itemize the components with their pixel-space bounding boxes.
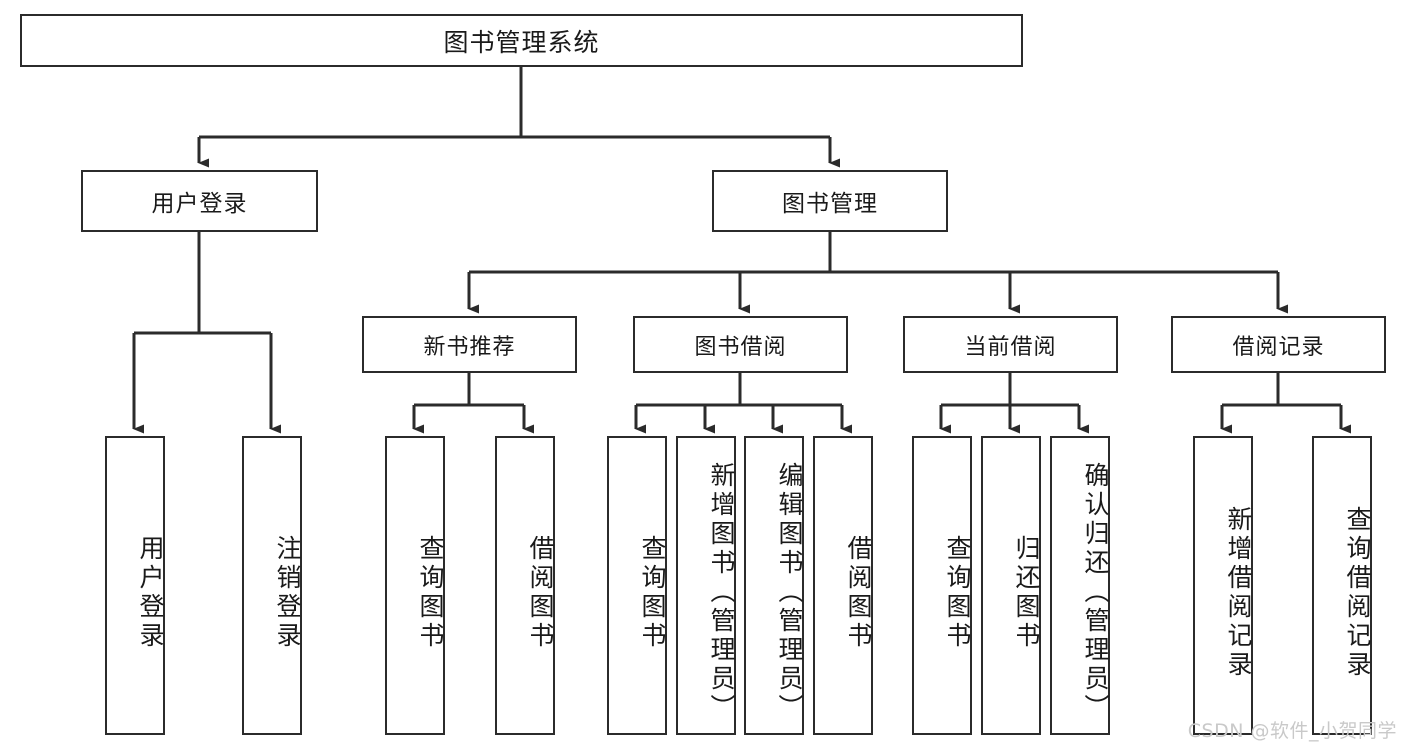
node-label: 新增借阅记录 <box>1224 505 1253 680</box>
node-label: 查询借阅记录 <box>1343 505 1372 680</box>
node-label: 查询图书 <box>416 534 445 651</box>
node-leaf-return-book[interactable]: 归还图书 <box>981 436 1041 735</box>
node-book-management[interactable]: 图书管理 <box>712 170 948 232</box>
node-label: 确认归还（管理员） <box>1081 462 1110 723</box>
node-leaf-query-book-recommend[interactable]: 查询图书 <box>385 436 445 735</box>
node-new-book-recommend[interactable]: 新书推荐 <box>362 316 577 373</box>
csdn-watermark: CSDN @软件_小贺同学 <box>1187 720 1397 742</box>
node-current-borrow[interactable]: 当前借阅 <box>903 316 1118 373</box>
node-book-borrow[interactable]: 图书借阅 <box>633 316 848 373</box>
node-label: 新书推荐 <box>423 334 516 360</box>
node-leaf-add-borrow-record[interactable]: 新增借阅记录 <box>1193 436 1253 735</box>
node-leaf-query-borrow-record[interactable]: 查询借阅记录 <box>1312 436 1372 735</box>
node-label: 新增图书（管理员） <box>707 462 736 723</box>
node-leaf-edit-book-admin[interactable]: 编辑图书（管理员） <box>744 436 804 735</box>
node-label: 图书管理系统 <box>443 27 600 57</box>
node-label: 查询图书 <box>638 534 667 651</box>
node-label: 借阅图书 <box>844 534 873 651</box>
node-label: 借阅图书 <box>526 534 555 651</box>
node-label: 图书管理 <box>782 191 878 217</box>
node-leaf-logout-login[interactable]: 注销登录 <box>242 436 302 735</box>
node-label: 编辑图书（管理员） <box>775 462 804 723</box>
node-label: 归还图书 <box>1012 534 1041 651</box>
node-leaf-borrow-book-borrow[interactable]: 借阅图书 <box>813 436 873 735</box>
node-label: 用户登录 <box>136 534 165 651</box>
node-user-login[interactable]: 用户登录 <box>81 170 318 232</box>
node-leaf-add-book-admin[interactable]: 新增图书（管理员） <box>676 436 736 735</box>
node-label: 注销登录 <box>273 534 302 651</box>
node-leaf-query-book-current[interactable]: 查询图书 <box>912 436 972 735</box>
node-label: 用户登录 <box>151 191 248 217</box>
node-leaf-borrow-book-recommend[interactable]: 借阅图书 <box>495 436 555 735</box>
node-label: 查询图书 <box>943 534 972 651</box>
node-leaf-user-login[interactable]: 用户登录 <box>105 436 165 735</box>
node-borrow-record[interactable]: 借阅记录 <box>1171 316 1386 373</box>
node-leaf-query-book-borrow[interactable]: 查询图书 <box>607 436 667 735</box>
node-root-book-management-system[interactable]: 图书管理系统 <box>20 14 1023 67</box>
node-label: 借阅记录 <box>1232 334 1325 360</box>
node-leaf-confirm-return-admin[interactable]: 确认归还（管理员） <box>1050 436 1110 735</box>
node-label: 图书借阅 <box>694 334 787 360</box>
node-label: 当前借阅 <box>964 334 1057 360</box>
